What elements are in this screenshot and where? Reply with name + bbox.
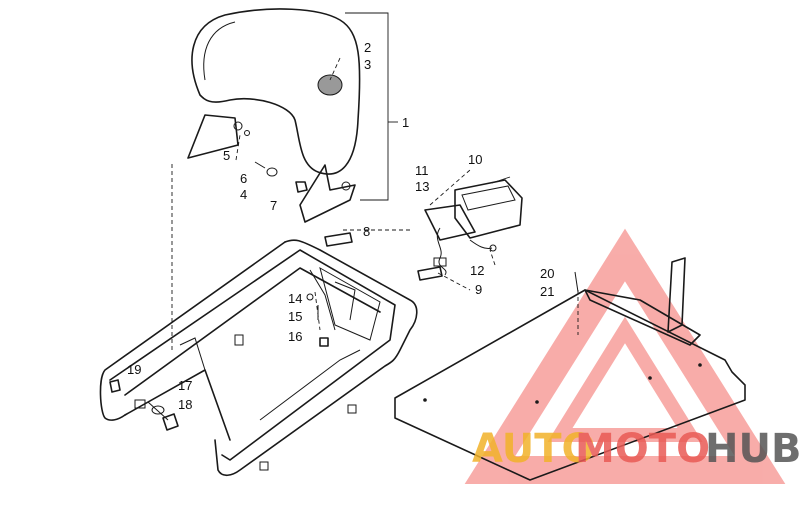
watermark-auto: AUTO xyxy=(472,426,596,472)
rear-rack xyxy=(99,239,418,477)
backrest-bracket-left xyxy=(187,114,243,159)
callout-6: 6 xyxy=(240,171,247,186)
callout-16: 16 xyxy=(288,329,302,344)
leader-lines xyxy=(171,57,579,350)
callout-4: 4 xyxy=(240,187,247,202)
callout-19: 19 xyxy=(127,362,141,377)
mud-plate xyxy=(394,257,746,481)
reflector-8 xyxy=(324,232,353,247)
callout-13: 13 xyxy=(415,179,429,194)
callout-18: 18 xyxy=(178,397,192,412)
callout-2: 2 xyxy=(364,40,371,55)
callout-7: 7 xyxy=(270,198,277,213)
callout-14: 14 xyxy=(288,291,302,306)
rack-fasteners xyxy=(306,293,329,347)
callout-21: 21 xyxy=(540,284,554,299)
callout-labels: 1 2 3 4 5 6 7 8 9 10 11 12 13 14 15 16 1… xyxy=(127,40,554,412)
backrest-bracket-right xyxy=(299,164,356,223)
callout-8: 8 xyxy=(363,224,370,239)
callout-1: 1 xyxy=(402,115,409,130)
backrest xyxy=(191,8,361,175)
callout-3: 3 xyxy=(364,57,371,72)
callout-9: 9 xyxy=(475,282,482,297)
callout-17: 17 xyxy=(178,378,192,393)
callout-12: 12 xyxy=(470,263,484,278)
watermark-logo xyxy=(464,228,786,484)
callout-15: 15 xyxy=(288,309,302,324)
callout-20: 20 xyxy=(540,266,554,281)
callout-11: 11 xyxy=(415,163,429,178)
group-bracket-1 xyxy=(345,12,398,201)
callout-10: 10 xyxy=(468,152,482,167)
watermark-text: AUTO MOTO HUB xyxy=(472,426,800,472)
taillight xyxy=(424,176,523,276)
callout-5: 5 xyxy=(223,148,230,163)
rack-lower-hardware xyxy=(109,379,179,431)
watermark-moto: MOTO xyxy=(575,426,710,472)
reflector-9 xyxy=(417,266,443,281)
hardware-set xyxy=(244,130,308,193)
watermark-hub: HUB xyxy=(705,426,800,472)
